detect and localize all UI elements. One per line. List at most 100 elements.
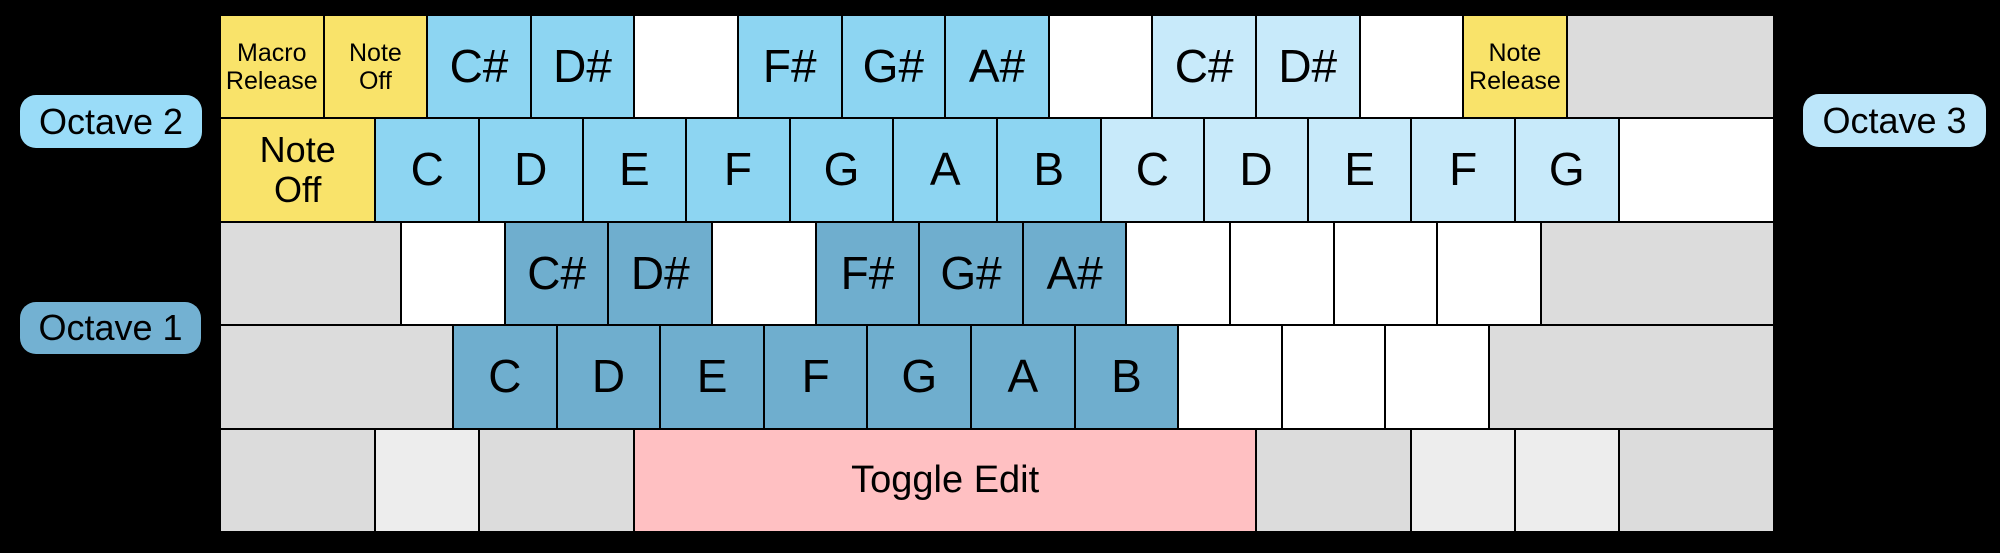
key-label: G	[823, 143, 860, 196]
key-label: A#	[1046, 246, 1103, 299]
key-note-release[interactable]: Note Release	[1463, 15, 1567, 119]
key-a[interactable]: A	[893, 118, 997, 222]
key-label: G#	[940, 246, 1002, 299]
key-modifier	[1255, 428, 1412, 533]
key-g-sharp[interactable]: G#	[919, 221, 1023, 326]
key-f[interactable]: F	[1411, 118, 1515, 222]
key-b[interactable]: B	[1074, 325, 1179, 429]
key-label: G	[901, 350, 938, 403]
key-b[interactable]: B	[996, 118, 1101, 222]
key-label: Macro Release	[225, 38, 318, 95]
key-blank	[401, 221, 505, 326]
key-label: D#	[630, 246, 690, 299]
key-blank	[634, 15, 738, 119]
key-modifier	[478, 428, 635, 533]
key-label: D	[514, 143, 548, 196]
key-label: D	[1239, 143, 1273, 196]
key-label: C#	[449, 39, 509, 92]
key-label: G#	[862, 39, 925, 92]
keyboard-row-5: Toggle Edit	[220, 428, 1774, 533]
key-d-sharp[interactable]: D#	[530, 15, 635, 119]
key-note-off[interactable]: Note Off	[323, 15, 428, 119]
key-modifier	[1540, 221, 1774, 326]
key-d[interactable]: D	[1204, 118, 1308, 222]
key-e[interactable]: E	[1307, 118, 1412, 222]
key-a[interactable]: A	[971, 325, 1075, 429]
key-c[interactable]: C	[1100, 118, 1205, 222]
key-blank	[1178, 325, 1282, 429]
key-blank	[1281, 325, 1386, 429]
key-label: E	[1344, 143, 1375, 196]
key-modifier	[375, 428, 479, 533]
key-modifier	[220, 221, 402, 326]
key-blank	[1385, 325, 1490, 429]
key-note-off[interactable]: Note Off	[220, 118, 376, 222]
key-macro-release[interactable]: Macro Release	[220, 15, 324, 119]
key-label: A#	[968, 39, 1026, 92]
octave-1-label: Octave 1	[20, 302, 201, 354]
key-a-sharp[interactable]: A#	[945, 15, 1049, 119]
key-e[interactable]: E	[582, 118, 687, 222]
key-blank	[1048, 15, 1153, 119]
key-label: F#	[762, 39, 817, 92]
key-modifier	[220, 325, 454, 429]
key-blank	[1333, 221, 1438, 326]
key-blank	[1359, 15, 1464, 119]
key-c[interactable]: C	[375, 118, 479, 222]
key-d[interactable]: D	[556, 325, 661, 429]
key-f[interactable]: F	[686, 118, 790, 222]
key-modifier	[1514, 428, 1619, 533]
key-d[interactable]: D	[478, 118, 583, 222]
key-blank	[1437, 221, 1541, 326]
key-label: Note Off	[259, 128, 336, 211]
key-label: F#	[840, 246, 895, 299]
key-label: G	[1548, 143, 1585, 196]
key-label: A	[1007, 350, 1039, 403]
keyboard-row-3: C# D# F# G# A#	[220, 221, 1774, 326]
key-label: D	[591, 350, 626, 403]
key-label: C	[1135, 143, 1169, 196]
key-label: Note Off	[348, 38, 402, 95]
key-label: C	[488, 350, 522, 403]
key-d-sharp[interactable]: D#	[608, 221, 713, 326]
key-modifier	[1489, 325, 1774, 429]
key-label: A	[929, 143, 961, 196]
key-g[interactable]: G	[1514, 118, 1619, 222]
key-g[interactable]: G	[867, 325, 972, 429]
key-label: C#	[1174, 39, 1234, 92]
key-label: E	[696, 350, 728, 403]
key-label: C	[410, 143, 444, 196]
key-modifier	[1566, 15, 1774, 119]
key-modifier	[220, 428, 376, 533]
key-blank	[1126, 221, 1231, 326]
key-label: Toggle Edit	[851, 459, 1040, 502]
key-label: D#	[553, 39, 612, 92]
key-label: F	[801, 350, 830, 403]
key-g-sharp[interactable]: G#	[841, 15, 946, 119]
key-label: C#	[527, 246, 587, 299]
key-modifier	[1411, 428, 1515, 533]
key-toggle-edit[interactable]: Toggle Edit	[634, 428, 1256, 533]
key-f-sharp[interactable]: F#	[737, 15, 842, 119]
key-c-sharp[interactable]: C#	[504, 221, 609, 326]
key-label: F	[723, 143, 753, 196]
key-c[interactable]: C	[453, 325, 557, 429]
key-label: E	[619, 143, 650, 196]
key-c-sharp[interactable]: C#	[1152, 15, 1256, 119]
keyboard-row-1: Macro Release Note Off C# D# F# G# A# C# D# Note …	[220, 15, 1774, 119]
key-f[interactable]: F	[763, 325, 868, 429]
key-c-sharp[interactable]: C#	[427, 15, 531, 119]
key-a-sharp[interactable]: A#	[1022, 221, 1127, 326]
key-label: Note Release	[1469, 38, 1561, 95]
key-g[interactable]: G	[789, 118, 894, 222]
key-label: B	[1111, 350, 1142, 403]
key-blank	[1230, 221, 1334, 326]
key-e[interactable]: E	[660, 325, 764, 429]
key-f-sharp[interactable]: F#	[815, 221, 920, 326]
key-blank	[712, 221, 816, 326]
key-d-sharp[interactable]: D#	[1255, 15, 1360, 119]
